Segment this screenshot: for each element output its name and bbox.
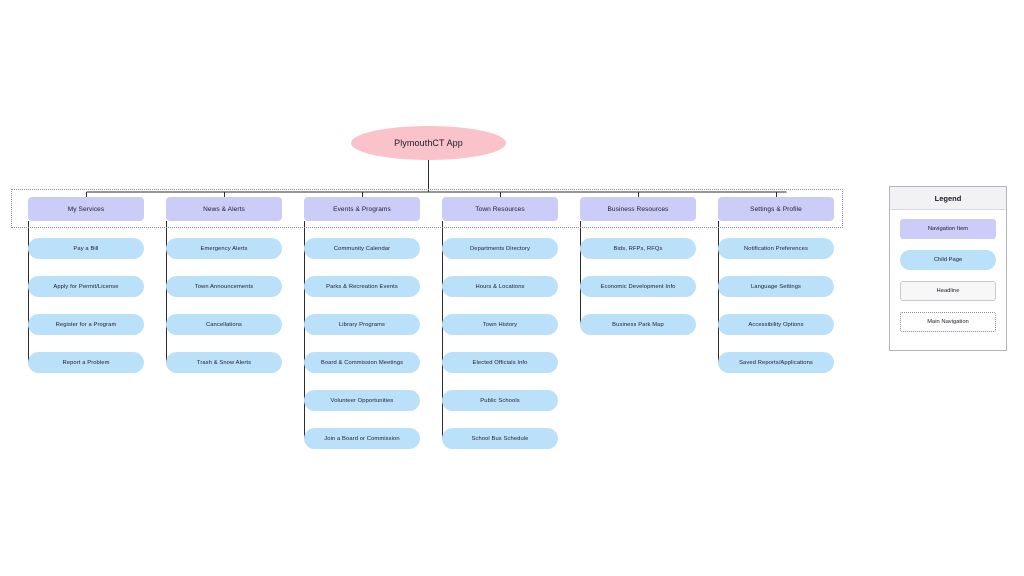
legend-swatch-label: Child Page [933,257,963,263]
child-page[interactable]: Board & Commission Meetings [304,352,420,373]
child-page[interactable]: Language Settings [718,276,834,297]
child-page[interactable]: Bids, RFPs, RFQs [580,238,696,259]
nav-item-label: My Services [67,205,105,213]
child-page-label: Join a Board or Commission [324,435,400,442]
nav-item-town-resources[interactable]: Town Resources [442,197,558,221]
sitemap-column-events-programs: Events & Programs Community Calendar Par… [304,197,420,449]
child-page-label: Apply for Permit/License [53,283,119,290]
child-page[interactable]: Apply for Permit/License [28,276,144,297]
legend-swatch-label: Main Navigation [927,319,969,325]
sitemap-column-town-resources: Town Resources Departments Directory Hou… [442,197,558,449]
child-page[interactable]: Parks & Recreation Events [304,276,420,297]
nav-item-label: News & Alerts [203,205,245,213]
child-page-label: Emergency Alerts [200,245,248,252]
child-page-label: Economic Development Info [600,283,676,290]
child-page[interactable]: Join a Board or Commission [304,428,420,449]
nav-item-settings-profile[interactable]: Settings & Profile [718,197,834,221]
child-page-label: Register for a Program [55,321,117,328]
child-page-label: Public Schools [480,397,520,404]
child-page[interactable]: Notification Preferences [718,238,834,259]
child-page[interactable]: Trash & Snow Alerts [166,352,282,373]
child-page[interactable]: Town Announcements [166,276,282,297]
child-page[interactable]: Elected Officials Info [442,352,558,373]
child-page[interactable]: Community Calendar [304,238,420,259]
child-page[interactable]: Accessibility Options [718,314,834,335]
legend-title: Legend [890,187,1006,210]
nav-item-label: Settings & Profile [750,205,802,213]
nav-item-label: Events & Programs [333,205,391,213]
child-page-label: Cancellations [205,321,243,328]
child-page-label: Saved Reports/Applications [739,359,813,366]
child-page[interactable]: Hours & Locations [442,276,558,297]
child-page-label: Community Calendar [333,245,391,252]
legend-swatch-label: Headline [936,288,960,294]
sitemap-column-my-services: My Services Pay a Bill Apply for Permit/… [28,197,144,373]
child-page-label: Trash & Snow Alerts [196,359,252,366]
legend-swatch-navigation-item: Navigation Item [900,219,996,239]
child-page[interactable]: Library Programs [304,314,420,335]
child-page-label: Volunteer Opportunities [330,397,394,404]
nav-item-business-resources[interactable]: Business Resources [580,197,696,221]
child-list: Pay a Bill Apply for Permit/License Regi… [28,238,144,390]
child-page-label: Language Settings [750,283,802,290]
sitemap-column-settings-profile: Settings & Profile Notification Preferen… [718,197,834,373]
child-page-label: Departments Directory [469,245,531,252]
child-page-label: Town Announcements [194,283,254,290]
child-page-label: Town History [482,321,518,328]
child-list: Departments Directory Hours & Locations … [442,238,558,466]
root-node-label: PlymouthCT App [394,138,463,148]
child-page[interactable]: Saved Reports/Applications [718,352,834,373]
child-list: Bids, RFPs, RFQs Economic Development In… [580,238,696,352]
child-list: Community Calendar Parks & Recreation Ev… [304,238,420,466]
child-page-label: Notification Preferences [744,245,808,252]
legend-swatch-headline: Headline [900,281,996,301]
legend-swatch-child-page: Child Page [900,250,996,270]
nav-item-events-programs[interactable]: Events & Programs [304,197,420,221]
child-page[interactable]: Volunteer Opportunities [304,390,420,411]
child-list: Notification Preferences Language Settin… [718,238,834,390]
child-page[interactable]: Departments Directory [442,238,558,259]
child-page[interactable]: School Bus Schedule [442,428,558,449]
sitemap-column-business-resources: Business Resources Bids, RFPs, RFQs Econ… [580,197,696,335]
legend-title-label: Legend [934,193,962,203]
child-list: Emergency Alerts Town Announcements Canc… [166,238,282,390]
child-page-label: Business Park Map [612,321,664,328]
main-navigation-group [11,189,843,228]
child-page[interactable]: Register for a Program [28,314,144,335]
sitemap-column-news-alerts: News & Alerts Emergency Alerts Town Anno… [166,197,282,373]
nav-item-label: Town Resources [475,205,525,213]
child-page[interactable]: Economic Development Info [580,276,696,297]
child-page[interactable]: Cancellations [166,314,282,335]
legend-body: Navigation Item Child Page Headline Main… [890,210,1006,332]
nav-item-label: Business Resources [607,205,669,213]
nav-item-my-services[interactable]: My Services [28,197,144,221]
legend-swatch-main-navigation: Main Navigation [900,312,996,332]
child-page-label: Bids, RFPs, RFQs [613,245,663,252]
child-page-label: Accessibility Options [748,321,804,328]
legend-panel: Legend Navigation Item Child Page Headli… [889,186,1007,351]
child-page[interactable]: Public Schools [442,390,558,411]
child-page-label: Board & Commission Meetings [320,359,404,366]
child-page[interactable]: Business Park Map [580,314,696,335]
nav-item-news-alerts[interactable]: News & Alerts [166,197,282,221]
child-page[interactable]: Town History [442,314,558,335]
child-page-label: Elected Officials Info [472,359,528,366]
child-page-label: Hours & Locations [475,283,525,290]
child-page[interactable]: Emergency Alerts [166,238,282,259]
child-page-label: Parks & Recreation Events [326,283,398,290]
child-page-label: School Bus Schedule [471,435,529,442]
child-page-label: Report a Problem [62,359,110,366]
child-page[interactable]: Pay a Bill [28,238,144,259]
child-page-label: Pay a Bill [73,245,99,252]
child-page[interactable]: Report a Problem [28,352,144,373]
root-node[interactable]: PlymouthCT App [351,126,506,160]
legend-swatch-label: Navigation Item [927,226,969,232]
child-page-label: Library Programs [338,321,386,328]
